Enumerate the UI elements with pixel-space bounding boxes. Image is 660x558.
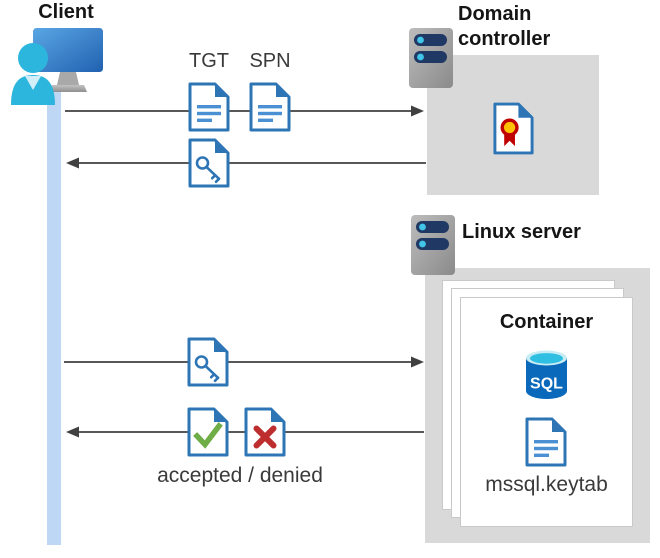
keytab-document-icon (523, 417, 569, 467)
keytab-label: mssql.keytab (485, 473, 608, 496)
client-title: Client (38, 1, 94, 23)
accepted-denied-label: accepted / denied (157, 464, 323, 487)
linux-server-icon (410, 214, 456, 276)
sql-database-icon: SQL (526, 350, 567, 399)
user-at-monitor-icon (11, 28, 103, 105)
certificate-document-icon (491, 102, 536, 155)
arrow-client-to-linux-server (64, 356, 424, 368)
tgt-label: TGT (189, 50, 229, 72)
tgt-document-icon (186, 82, 232, 132)
spn-label: SPN (249, 50, 291, 72)
arrow-domain-controller-to-client (66, 157, 426, 169)
key-ticket-document-icon (186, 138, 232, 188)
accepted-document-icon (185, 407, 231, 457)
denied-document-icon (242, 407, 288, 457)
container-card-front (460, 297, 633, 527)
key-ticket-document-icon-2 (185, 337, 231, 387)
linux-server-title: Linux server (462, 221, 581, 243)
sql-icon-label: SQL (530, 376, 563, 393)
domain-controller-title: Domain controller (458, 3, 551, 50)
container-title: Container (499, 311, 594, 333)
arrow-client-to-domain-controller (65, 105, 424, 117)
spn-document-icon (247, 82, 293, 132)
domain-controller-server-icon (408, 27, 454, 89)
client-lifeline (47, 92, 61, 545)
